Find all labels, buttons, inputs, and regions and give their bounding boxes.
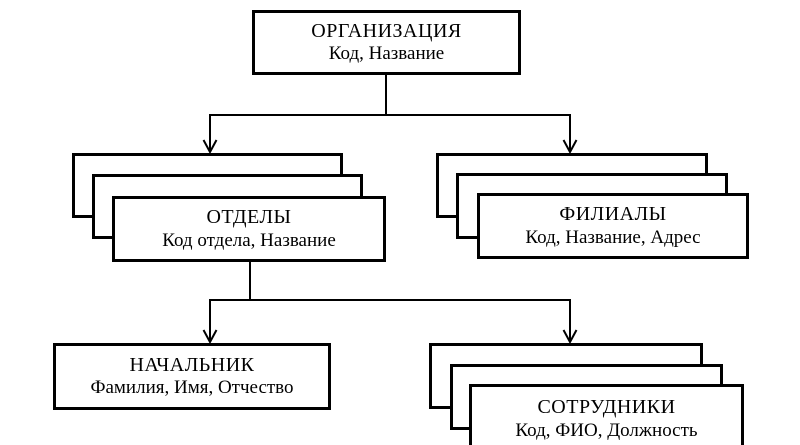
organization-box: ОРГАНИЗАЦИЯ Код, Название	[252, 10, 521, 75]
departments-title: ОТДЕЛЫ	[206, 206, 292, 228]
arrow-down-icon	[562, 329, 578, 345]
branches-box: ФИЛИАЛЫ Код, Название, Адрес	[477, 193, 749, 259]
connector-org-to-children	[202, 75, 578, 155]
departments-attributes: Код отдела, Название	[162, 229, 336, 251]
departments-box: ОТДЕЛЫ Код отдела, Название	[112, 196, 386, 262]
branches-attributes: Код, Название, Адрес	[525, 226, 701, 248]
organization-title: ОРГАНИЗАЦИЯ	[311, 19, 462, 42]
organization-attributes: Код, Название	[328, 43, 445, 65]
head-title: НАЧАЛЬНИК	[129, 353, 255, 376]
arrow-down-icon	[202, 329, 218, 345]
employees-attributes: Код, ФИО, Должность	[515, 419, 698, 441]
head-box: НАЧАЛЬНИК Фамилия, Имя, Отчество	[53, 343, 331, 410]
head-attributes: Фамилия, Имя, Отчество	[90, 377, 294, 399]
employees-box: СОТРУДНИКИ Код, ФИО, Должность	[469, 384, 744, 445]
arrow-down-icon	[202, 139, 218, 155]
connector-departments-to-children	[202, 262, 578, 345]
employees-title: СОТРУДНИКИ	[537, 396, 676, 418]
branches-title: ФИЛИАЛЫ	[559, 203, 667, 225]
arrow-down-icon	[562, 139, 578, 155]
